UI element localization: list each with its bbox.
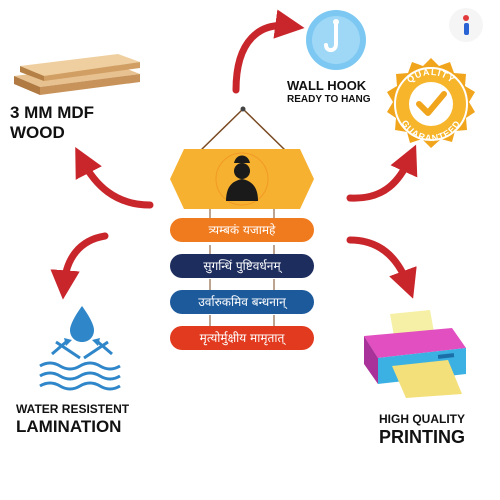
- arrow-top-left: [75, 146, 154, 209]
- hook-line1: WALL HOOK: [287, 78, 367, 93]
- water-resistant-icon: [39, 306, 121, 391]
- water-line2: LAMINATION: [16, 417, 122, 436]
- sign-board-2: सुगन्धिं पुष्टिवर्धनम्: [170, 254, 314, 278]
- sign-board-2-text: सुगन्धिं पुष्टिवर्धनम्: [203, 259, 281, 273]
- print-line1: HIGH QUALITY: [379, 412, 465, 426]
- sign-board-1: त्र्यम्बकं यजामहे: [170, 218, 314, 242]
- mdf-line1: 3 MM MDF: [10, 103, 95, 122]
- hanging-sign: त्र्यम्बकं यजामहे सुगन्धिं पुष्टिवर्धनम्…: [170, 105, 320, 365]
- arrow-top-center: [232, 9, 305, 94]
- sign-board-3-text: उर्वारुकमिव बन्धनान्: [198, 295, 286, 309]
- brand-logo-icon: [449, 8, 483, 42]
- arrow-bottom-left: [50, 232, 109, 300]
- arrow-bottom-right: [346, 236, 417, 299]
- sign-board-4: मृत्योर्मुक्षीय मामृतात्: [170, 326, 314, 350]
- printing-label: HIGH QUALITY PRINTING: [367, 412, 477, 448]
- quality-guaranteed-badge-icon: QUALITY GUARANTEED: [387, 58, 475, 148]
- printer-icon: [364, 310, 466, 398]
- sign-board-4-text: मृत्योर्मुक्षीय मामृतात्: [199, 331, 285, 345]
- mdf-wood-planks-icon: [14, 54, 140, 95]
- sign-board-1-text: त्र्यम्बकं यजामहे: [208, 223, 276, 237]
- water-resistant-label: WATER RESISTENT LAMINATION: [16, 402, 129, 438]
- wall-hook-label: WALL HOOK READY TO HANG: [287, 78, 371, 106]
- mdf-line2: WOOD: [10, 123, 65, 142]
- sign-hanger: [170, 106, 314, 327]
- water-line1: WATER RESISTENT: [16, 402, 130, 416]
- wall-hook-icon: [306, 10, 366, 70]
- arrow-top-right: [346, 144, 418, 202]
- print-line2: PRINTING: [378, 427, 465, 447]
- hook-line2: READY TO HANG: [287, 94, 371, 105]
- mdf-wood-label: 3 MM MDF WOOD: [10, 103, 150, 143]
- sign-board-3: उर्वारुकमिव बन्धनान्: [170, 290, 314, 314]
